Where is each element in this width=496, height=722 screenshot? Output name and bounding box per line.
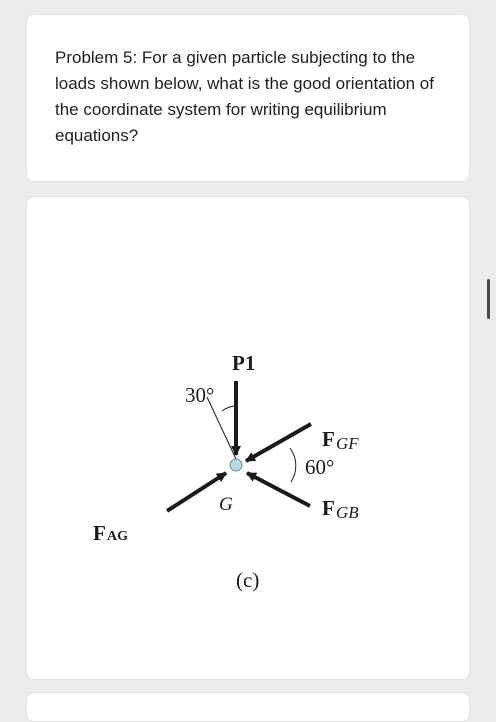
label-fgf-main: F [322,427,335,451]
scrollbar[interactable] [487,279,490,319]
label-fag-sub: AG [107,529,128,544]
label-fgf-sub: GF [336,434,359,453]
label-fag-main: F [93,521,106,545]
label-fgb-sub: GB [336,503,359,522]
figure-caption: (c) [236,568,259,592]
figure-card: P1 30° F GF 60° F GB G F AG (c) [26,196,470,680]
label-fgb-main: F [322,496,335,520]
force-diagram: P1 30° F GF 60° F GB G F AG (c) [93,351,359,592]
question-card: Problem 5: For a given particle subjecti… [26,14,470,182]
force-fgb-arrow [246,471,311,508]
angle-arc-30 [221,405,237,412]
next-card [26,692,470,722]
label-point-g: G [219,494,233,515]
label-angle-30: 30° [185,383,214,407]
angle-arc-60 [289,447,297,483]
question-text: Problem 5: For a given particle subjecti… [55,48,434,145]
force-fag-arrow [165,471,228,513]
particle-g [229,458,243,472]
label-p1: P1 [232,351,255,375]
label-angle-60: 60° [305,455,334,479]
force-fgf-arrow [245,422,312,463]
